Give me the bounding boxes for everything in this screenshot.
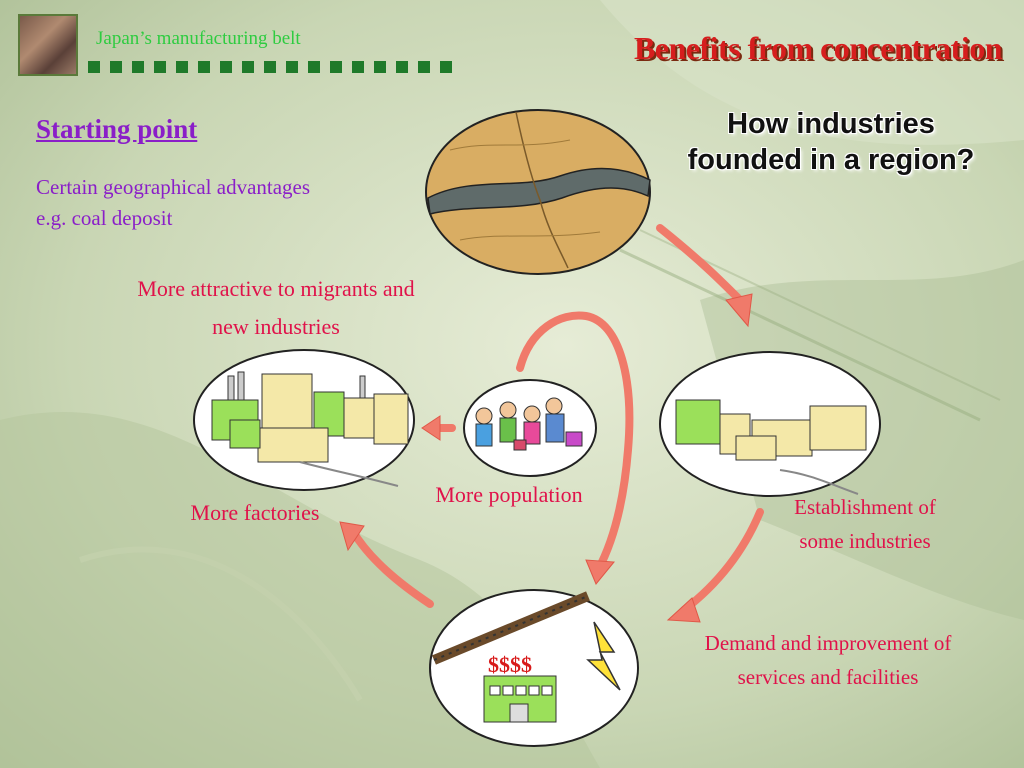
divider-dot (242, 61, 254, 73)
starting-point-heading: Starting point (36, 114, 198, 144)
more-factories-illustration (193, 349, 415, 491)
arrowhead-factories (339, 521, 365, 552)
more-population-illustration (463, 379, 597, 477)
divider-dot (154, 61, 166, 73)
arrowhead-to-factories-left (421, 415, 441, 441)
arrow-to-factories (348, 526, 434, 608)
starting-point-text: Certain geographical advantages e.g. coa… (36, 172, 310, 234)
more-population-label: More population (435, 482, 583, 507)
header-thumbnail-image (18, 14, 78, 76)
demand-line-2: services and facilities (737, 665, 919, 689)
services-facilities-illustration: $$$$ (429, 589, 639, 747)
arrow-to-population (516, 311, 634, 574)
divider-dot (88, 61, 100, 73)
starting-line-2: e.g. coal deposit (36, 206, 173, 230)
divider-dot (110, 61, 122, 73)
divider-dot (308, 61, 320, 73)
dotted-divider (88, 61, 452, 73)
question-line-1: How industries (727, 108, 935, 140)
divider-dot (176, 61, 188, 73)
slide-title: Benefits from concentration (633, 30, 1003, 66)
demand-line-1: Demand and improvement of (704, 631, 952, 655)
some-industries-illustration (659, 351, 881, 497)
establishment-line-1: Establishment of (794, 495, 936, 519)
divider-dot (330, 61, 342, 73)
arrowhead-demand (666, 597, 701, 623)
establishment-label: Establishment of some industries (740, 490, 990, 558)
divider-dot (440, 61, 452, 73)
money-symbols: $$$$ (488, 652, 532, 677)
attractive-line-2: new industries (212, 314, 340, 339)
more-factories-label: More factories (190, 500, 320, 525)
divider-dot (220, 61, 232, 73)
establishment-line-2: some industries (799, 529, 931, 553)
arrowhead-population (585, 559, 615, 585)
divider-dot (418, 61, 430, 73)
coal-deposit-illustration (425, 109, 651, 275)
divider-dot (352, 61, 364, 73)
divider-dot (374, 61, 386, 73)
divider-dot (132, 61, 144, 73)
question-line-2: founded in a region? (687, 144, 975, 176)
divider-dot (286, 61, 298, 73)
divider-dot (198, 61, 210, 73)
arrow-to-establishment (656, 224, 744, 304)
divider-dot (396, 61, 408, 73)
slide-subtitle: Japan’s manufacturing belt (96, 28, 301, 49)
arrowhead-establishment (725, 293, 753, 328)
question-heading: How industries founded in a region? (640, 106, 1022, 178)
starting-line-1: Certain geographical advantages (36, 175, 311, 199)
attractive-line-1: More attractive to migrants and (137, 276, 415, 301)
divider-dot (264, 61, 276, 73)
attractive-label: More attractive to migrants and new indu… (86, 270, 466, 346)
demand-label: Demand and improvement of services and f… (650, 626, 1006, 694)
